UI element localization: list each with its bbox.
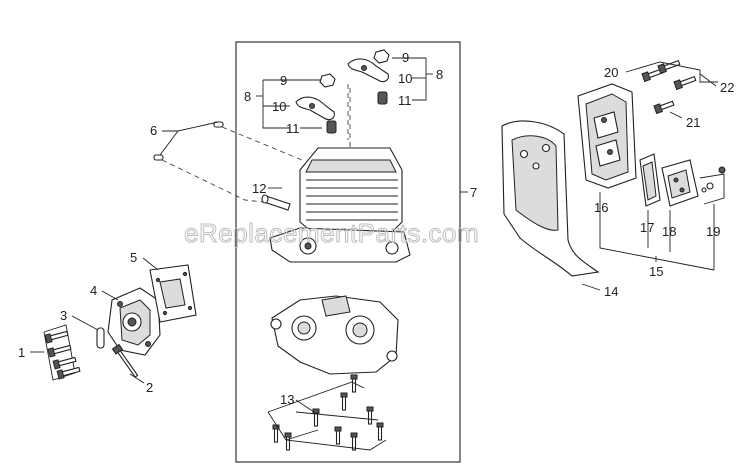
spark-screen-part-17: [639, 153, 661, 207]
bolts-part-20-22: [641, 59, 697, 91]
callout-4: 4: [90, 283, 97, 298]
callout-10-right: 10: [398, 71, 412, 86]
callout-6: 6: [150, 123, 157, 138]
callout-12: 12: [252, 181, 266, 196]
bolts-part-1: [44, 330, 81, 380]
nut-left: [319, 73, 336, 88]
callout-2: 2: [146, 380, 153, 395]
crankcase: [270, 295, 399, 375]
bolts-part-13: [272, 374, 384, 451]
screw-part-2: [111, 343, 139, 378]
gasket-part-5: [149, 264, 197, 323]
callout-9-left: 9: [280, 73, 287, 88]
muffler-cover-part-18: [661, 159, 699, 207]
rocker-arm-left: [295, 96, 335, 121]
callout-1: 1: [18, 345, 25, 360]
callout-10-left: 10: [272, 99, 286, 114]
nut-right: [373, 49, 390, 64]
callout-14: 14: [604, 284, 618, 299]
watermark: eReplacementParts.com: [184, 218, 479, 248]
callout-21: 21: [686, 115, 700, 130]
callout-8-left: 8: [244, 89, 251, 104]
callout-labels: 1 2 3 4 5 6 7 8 9 10 11 8 9 10 11 12 13 …: [18, 50, 734, 407]
cylinder-head: [269, 147, 411, 263]
muffler-part-16: [577, 83, 637, 189]
callout-17: 17: [640, 220, 654, 235]
callout-8-right: 8: [436, 67, 443, 82]
dowel-pins-part-6: [153, 121, 224, 161]
bolt-part-21: [653, 100, 675, 115]
spring-right: [377, 91, 388, 105]
callout-15: 15: [649, 264, 663, 279]
callout-9-right: 9: [402, 50, 409, 65]
callout-3: 3: [60, 308, 67, 323]
callout-20: 20: [604, 65, 618, 80]
callout-18: 18: [662, 224, 676, 239]
rocker-arm-right: [347, 58, 389, 83]
dowel-part-12: [261, 194, 291, 211]
intake-block-part-4: [107, 287, 161, 356]
callout-7: 7: [470, 185, 477, 200]
callout-19: 19: [706, 224, 720, 239]
screw-part-19: [701, 166, 726, 193]
callout-5: 5: [130, 250, 137, 265]
callout-11-left: 11: [286, 121, 300, 136]
spring-left: [326, 120, 337, 134]
callout-16: 16: [594, 200, 608, 215]
assembly-frame: [235, 41, 461, 463]
pin-part-3: [96, 327, 105, 349]
callout-11-right: 11: [398, 93, 412, 108]
heat-shield-part-14: [501, 120, 600, 277]
callout-22: 22: [720, 80, 734, 95]
callout-13: 13: [280, 392, 294, 407]
